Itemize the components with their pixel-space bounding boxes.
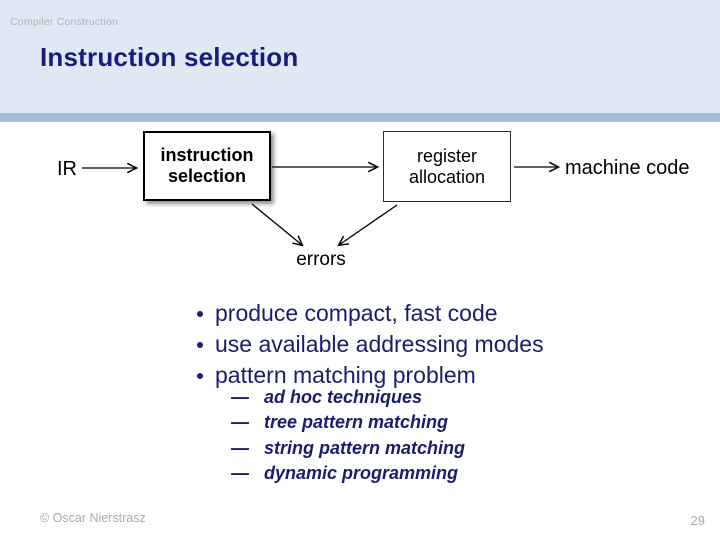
header-divider-band xyxy=(0,113,720,122)
arrow-instruction-selection-to-errors xyxy=(251,203,302,245)
bullet-text: pattern matching problem xyxy=(215,362,476,388)
slide-header: Compiler Construction Instruction select… xyxy=(0,0,720,113)
sub-bullet-text: string pattern matching xyxy=(264,437,466,458)
arrow-register-allocation-to-errors xyxy=(339,204,398,245)
bullet-dot xyxy=(197,311,203,317)
dash-marker: — xyxy=(231,437,249,458)
instruction-selection-label: instruction selection xyxy=(160,145,254,186)
diagram-label-errors: errors xyxy=(296,249,346,270)
list-item: pattern matching problem xyxy=(196,360,544,391)
diagram-box-register-allocation: register allocation xyxy=(383,131,511,202)
sub-bullet-text: dynamic programming xyxy=(264,463,459,484)
bullet-dot xyxy=(197,373,203,379)
sub-bullet-list: — ad hoc techniques — tree pattern match… xyxy=(231,385,465,487)
copyright-text: © Oscar Nierstrasz xyxy=(40,511,146,525)
list-item: — string pattern matching xyxy=(231,436,465,461)
sub-bullet-text: ad hoc techniques xyxy=(264,387,423,407)
diagram-box-instruction-selection: instruction selection xyxy=(143,131,271,201)
course-title: Compiler Construction xyxy=(10,16,119,28)
dash-marker: — xyxy=(231,463,249,484)
bullet-list: produce compact, fast code use available… xyxy=(196,298,544,391)
list-item: produce compact, fast code xyxy=(196,298,544,329)
diagram-label-machine-code: machine code xyxy=(565,157,690,179)
page-number: 29 xyxy=(690,513,705,528)
list-item: use available addressing modes xyxy=(196,329,544,360)
dash-marker: — xyxy=(231,412,249,433)
list-item: — dynamic programming xyxy=(231,461,465,486)
bullet-text: use available addressing modes xyxy=(215,331,544,357)
sub-bullet-text: tree pattern matching xyxy=(264,412,449,433)
diagram-label-ir: IR xyxy=(57,158,77,180)
dash-marker: — xyxy=(231,387,249,407)
list-item: — tree pattern matching xyxy=(231,410,465,435)
bullet-text: produce compact, fast code xyxy=(215,300,498,326)
list-item: — ad hoc techniques xyxy=(231,385,465,410)
bullet-dot xyxy=(197,342,203,348)
page-title: Instruction selection xyxy=(40,42,299,72)
register-allocation-label: register allocation xyxy=(408,145,486,187)
